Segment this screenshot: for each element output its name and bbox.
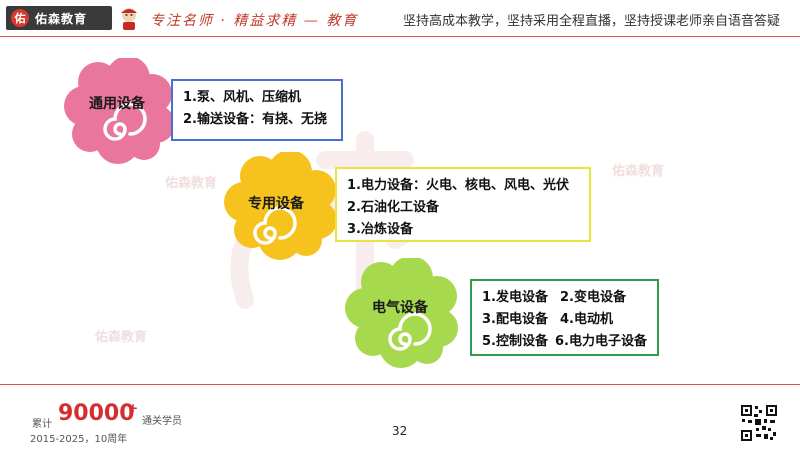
watermark: 佑森教育 <box>612 164 665 179</box>
watermark: 佑森教育 <box>165 176 218 191</box>
general-equipment-box: 1.泵、风机、压缩机 2.输送设备：有挠、无挠 <box>171 79 343 141</box>
swirl-icon <box>388 312 432 351</box>
list-item: 2.石油化工设备 <box>347 200 439 215</box>
list-item: 2.输送设备：有挠、无挠 <box>183 112 327 127</box>
logo-icon: 佑 <box>11 9 29 27</box>
list-item: 3.配电设备 <box>482 312 548 327</box>
footer-divider <box>0 384 800 385</box>
cloud-body <box>345 258 458 368</box>
list-item: 6.电力电子设备 <box>555 334 647 349</box>
list-item: 1.电力设备：火电、核电、风电、光伏 <box>347 178 569 193</box>
brand-logo: 佑 佑森教育 <box>6 6 112 30</box>
cloud-shape <box>345 258 458 368</box>
stat-suffix: 通关学员 <box>142 416 182 427</box>
list-item: 4.电动机 <box>560 312 613 327</box>
electrical-equipment-box: 1.发电设备 2.变电设备 3.配电设备 4.电动机 5.控制设备 6.电力电子… <box>470 279 659 356</box>
mascot-icon <box>121 8 137 30</box>
anniversary-text: 2015-2025，10周年 <box>30 434 128 445</box>
header-tagline: 坚持高成本教学，坚持采用全程直播，坚持授课老师亲自语音答疑 <box>402 14 780 29</box>
cloud-shape <box>64 58 175 164</box>
header-divider <box>0 36 800 37</box>
list-item: 3.冶炼设备 <box>347 222 413 237</box>
list-item: 5.控制设备 <box>482 334 548 349</box>
page-number: 32 <box>392 424 408 438</box>
stat-number: 90000 <box>58 401 135 426</box>
swirl-icon <box>103 102 147 141</box>
cloud-shape <box>224 152 337 260</box>
header-slogan: 专注名师 · 精益求精 — 教育 <box>150 13 359 29</box>
category-label-electrical: 电气设备 <box>372 300 428 316</box>
list-item: 2.变电设备 <box>560 290 626 305</box>
swirl-icon <box>253 206 297 245</box>
list-item: 1.泵、风机、压缩机 <box>183 90 301 105</box>
list-row: 1.发电设备 2.变电设备 <box>482 287 647 309</box>
watermark: 佑森教育 <box>95 330 148 345</box>
qr-code-icon <box>740 404 778 442</box>
stat-plus: + <box>128 401 139 415</box>
list-item: 1.发电设备 <box>482 290 548 305</box>
list-row: 5.控制设备 6.电力电子设备 <box>482 331 647 353</box>
cloud-body <box>64 58 175 164</box>
list-row: 3.配电设备 4.电动机 <box>482 309 647 331</box>
category-label-special: 专用设备 <box>248 196 304 212</box>
stat-prefix: 累计 <box>32 419 52 430</box>
header: 佑 佑森教育 专注名师 · 精益求精 — 教育 坚持高成本教学，坚持采用全程直播… <box>0 0 800 36</box>
logo-text: 佑森教育 <box>35 11 88 26</box>
special-equipment-box: 1.电力设备：火电、核电、风电、光伏 2.石油化工设备 3.冶炼设备 <box>335 167 591 242</box>
category-label-general: 通用设备 <box>89 96 145 112</box>
